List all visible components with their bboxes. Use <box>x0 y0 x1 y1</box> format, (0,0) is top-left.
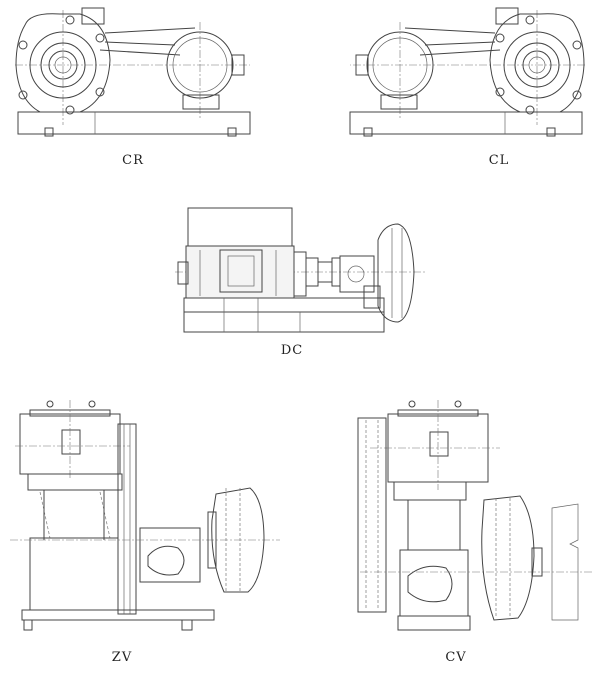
caption-zv: ZV <box>111 650 133 665</box>
cl-pump-assembly <box>349 7 585 137</box>
caption-dc: DC <box>280 343 304 358</box>
caption-cv: CV <box>445 650 467 665</box>
caption-cl: CL <box>488 153 510 168</box>
cr-pump-assembly <box>15 7 251 137</box>
dc-pump-assembly <box>175 207 425 333</box>
caption-cr: CR <box>122 153 144 168</box>
cv-pump-assembly <box>357 400 592 631</box>
zv-pump-assembly <box>10 400 280 631</box>
